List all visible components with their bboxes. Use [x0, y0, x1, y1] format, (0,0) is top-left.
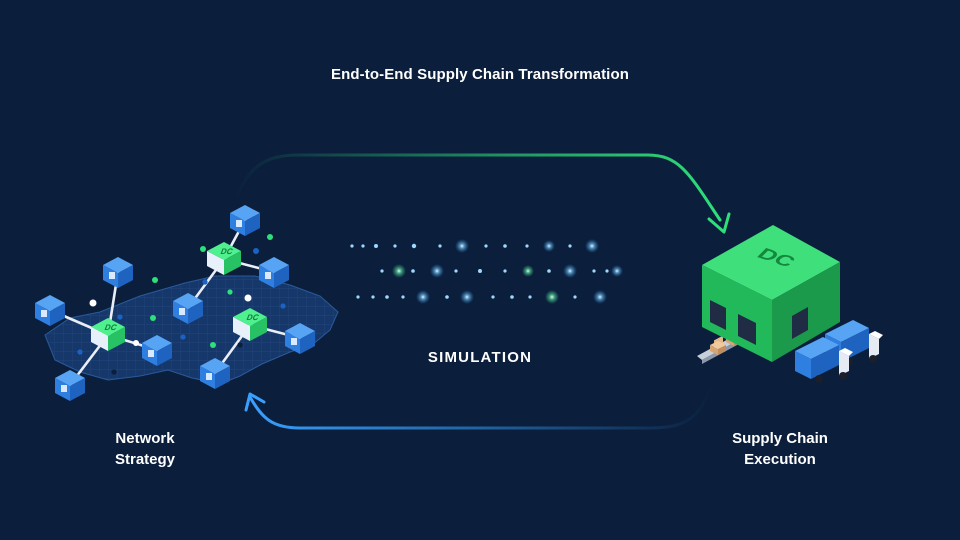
particle-row-2 [380, 269, 609, 273]
dc-node-icon: DC [91, 318, 125, 351]
network-strategy-caption: Network Strategy [55, 428, 235, 470]
page-title: End-to-End Supply Chain Transformation [331, 66, 629, 83]
network-dots [77, 234, 286, 375]
dc-warehouse: DC [697, 225, 883, 383]
store-icon [285, 323, 315, 354]
supply-chain-execution-caption: Supply Chain Execution [690, 428, 870, 470]
dc-node-label: DC [219, 247, 234, 256]
dc-node-label: DC [245, 313, 260, 322]
store-icon [35, 295, 65, 326]
caption-line: Supply Chain [732, 430, 828, 447]
return-arrow-path [248, 383, 714, 430]
store-icon [142, 335, 172, 366]
truck-icon [795, 337, 853, 383]
dc-node-icon: DC [233, 308, 267, 341]
dock-door [792, 307, 808, 339]
dc-node-label: DC [103, 323, 118, 332]
forward-arrow-icon [707, 212, 731, 234]
dc-nodes: DC DC DC [91, 242, 267, 351]
store-icon [259, 257, 289, 288]
caption-line: Strategy [114, 451, 176, 468]
store-icon [173, 293, 203, 324]
network-map: DC DC DC [35, 205, 339, 401]
store-nodes [35, 205, 315, 401]
warehouse-roof [702, 225, 840, 300]
simulation-label: SIMULATION [427, 349, 533, 366]
particle-row-3 [356, 295, 577, 299]
caption-line: Execution [744, 451, 816, 468]
simulation-particles [350, 239, 623, 304]
store-icon [230, 205, 260, 236]
forward-arrow-path [233, 153, 722, 222]
store-icon [55, 370, 85, 401]
dc-node-icon: DC [207, 242, 241, 275]
store-icon [200, 358, 230, 389]
particle-row-1 [350, 243, 572, 249]
loading-door [738, 314, 756, 345]
return-arrow-icon [244, 392, 266, 412]
caption-line: Network [115, 430, 175, 447]
map-grid [45, 276, 338, 384]
particle-glows [392, 239, 623, 304]
store-icon [103, 257, 133, 288]
loading-door [710, 300, 726, 330]
